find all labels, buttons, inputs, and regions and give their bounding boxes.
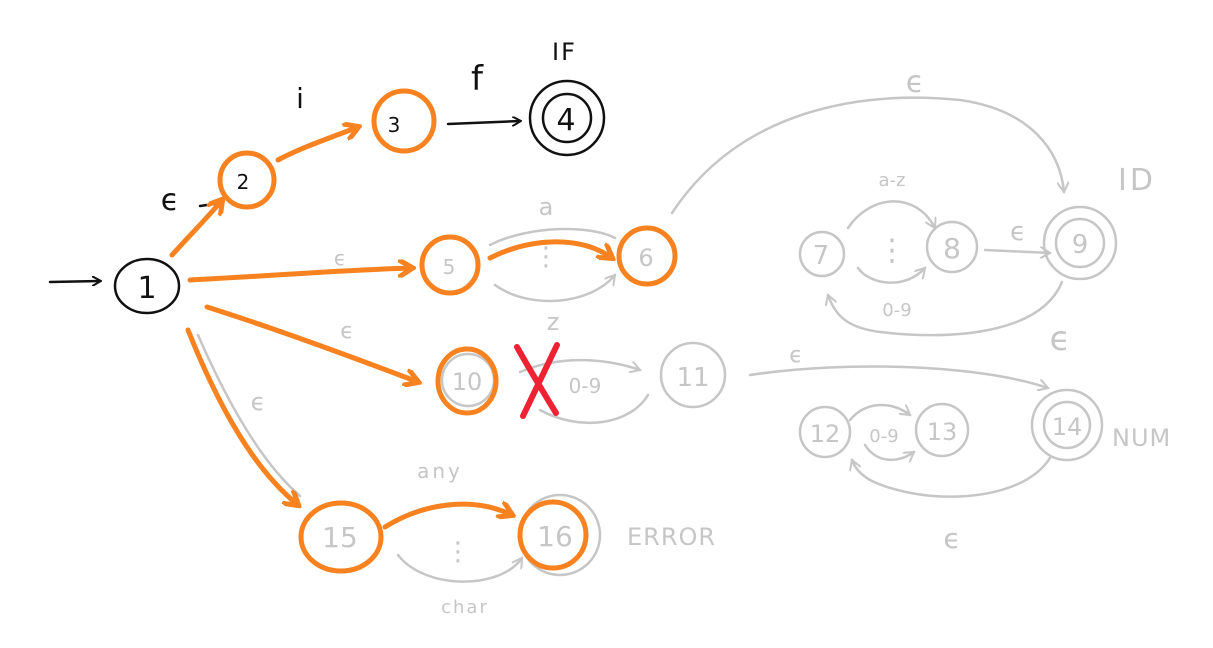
state-12-label: 12: [810, 420, 841, 448]
state-13: [914, 402, 970, 458]
state-9-inner: [1054, 217, 1106, 269]
orange-layer: [169, 88, 678, 574]
edge-12-13-top: [848, 403, 910, 422]
start-arrow: [48, 281, 100, 282]
edge-12-13-bottom: [863, 443, 914, 460]
state-3-label: 3: [388, 113, 401, 137]
label-5-6-dots: ⋮: [533, 242, 559, 272]
state-14-inner: [1042, 400, 1092, 450]
label-1-15: ϵ: [251, 388, 266, 416]
edge-1-10: [204, 304, 418, 382]
label-7-8-top: a-z: [879, 170, 906, 191]
edge-6-9: [670, 96, 1064, 215]
label-6-9: ϵ: [906, 65, 924, 100]
state-11: [659, 341, 727, 409]
label-1-5: ϵ: [334, 246, 346, 270]
token-num: NUM: [1112, 424, 1171, 452]
state-7: [798, 230, 846, 278]
state-10-label: 10: [452, 368, 483, 396]
label-3-4: f: [471, 59, 484, 99]
edge-8-9: [983, 250, 1050, 253]
state-5: [419, 234, 481, 296]
label-8-7-back: 0-9: [882, 300, 911, 321]
state-16-label: 16: [537, 520, 573, 553]
edge-5-6-active: [487, 239, 612, 258]
edge-1-15: [185, 327, 298, 505]
token-error: ERROR: [627, 523, 716, 551]
edge-3-4: [446, 121, 520, 124]
rejected-mark-label: X: [537, 419, 538, 421]
label-1-2: ϵ: [161, 183, 179, 218]
state-2: [217, 150, 277, 210]
edge-5-6-bottom: [493, 275, 617, 303]
token-labels: IF ID NUM ERROR: [552, 38, 1171, 551]
state-6-label: 6: [638, 244, 653, 272]
edge-7-8-top: [846, 200, 935, 228]
edge-13-12-back: [852, 456, 1052, 498]
state-14-outer: [1030, 388, 1104, 462]
label-7-8-dots: ⋮: [877, 233, 907, 268]
token-if: IF: [552, 38, 577, 66]
label-9-7-back: ϵ: [1050, 319, 1071, 359]
edge-10-11-top: [518, 358, 640, 372]
state-8: [925, 220, 979, 274]
rejected-stroke-2: [520, 342, 560, 419]
token-id: ID: [1118, 163, 1156, 198]
label-13-12-back: ϵ: [943, 522, 960, 555]
state-5-label: 5: [443, 255, 456, 279]
edge-10-11-bottom: [538, 393, 650, 425]
edge-1-15-grey: [196, 333, 302, 498]
edge-labels: ϵ i f ϵ a ⋮ z ϵ a-z ⋮ 0-9 ϵ ϵ ϵ 0-9 ϵ 0-…: [161, 59, 1071, 618]
state-15: [298, 500, 384, 574]
state-4-label: 4: [556, 103, 575, 138]
grey-layer: [196, 96, 1118, 583]
state-14-label: 14: [1052, 413, 1083, 441]
edge-15-16-active: [382, 504, 512, 530]
label-1-10: ϵ: [340, 319, 354, 344]
state-3: [371, 88, 437, 154]
state-7-label: 7: [813, 241, 830, 271]
state-8-label: 8: [943, 232, 961, 265]
edge-9-7-back: [828, 280, 1064, 337]
state-16: [517, 499, 589, 571]
label-15-16-bottom: char: [441, 597, 489, 618]
state-9-outer: [1042, 205, 1118, 281]
label-5-6-top: a: [539, 193, 554, 221]
state-1-label: 1: [137, 271, 156, 306]
label-10-11: 0-9: [569, 374, 602, 398]
label-15-16-dots: ⋮: [445, 537, 471, 567]
state-15-label: 15: [322, 521, 358, 554]
rejected-mark: [514, 342, 560, 419]
label-15-16-top: any: [417, 459, 463, 483]
label-2-3: i: [296, 82, 304, 115]
edge-2-3: [275, 127, 358, 163]
black-layer: [48, 79, 606, 315]
state-6: [616, 225, 678, 287]
state-4-inner: [541, 92, 593, 144]
epsilon-tick: [198, 202, 216, 208]
label-12-13: 0-9: [869, 426, 898, 447]
label-5-6-bottom: z: [547, 308, 560, 336]
state-11-label: 11: [676, 363, 709, 393]
state-12: [798, 405, 852, 459]
label-11-14: ϵ: [789, 343, 803, 368]
state-labels: 1 2 3 4 5 6 7 8 9 10 11 12 13 14 15 16: [137, 103, 1088, 554]
edge-7-8-bottom: [856, 268, 925, 284]
edge-1-5: [187, 268, 412, 283]
state-2-label: 2: [237, 170, 250, 194]
state-9-label: 9: [1072, 230, 1089, 260]
edge-5-6-top: [488, 227, 617, 247]
edge-15-16-bottom: [396, 553, 524, 583]
state-13-label: 13: [927, 418, 958, 446]
state-4-outer: [528, 79, 606, 157]
state-10: [435, 346, 499, 416]
state-1: [113, 257, 181, 315]
edge-11-14: [748, 365, 1048, 388]
edge-1-2: [169, 200, 222, 258]
label-8-9: ϵ: [1010, 217, 1026, 247]
